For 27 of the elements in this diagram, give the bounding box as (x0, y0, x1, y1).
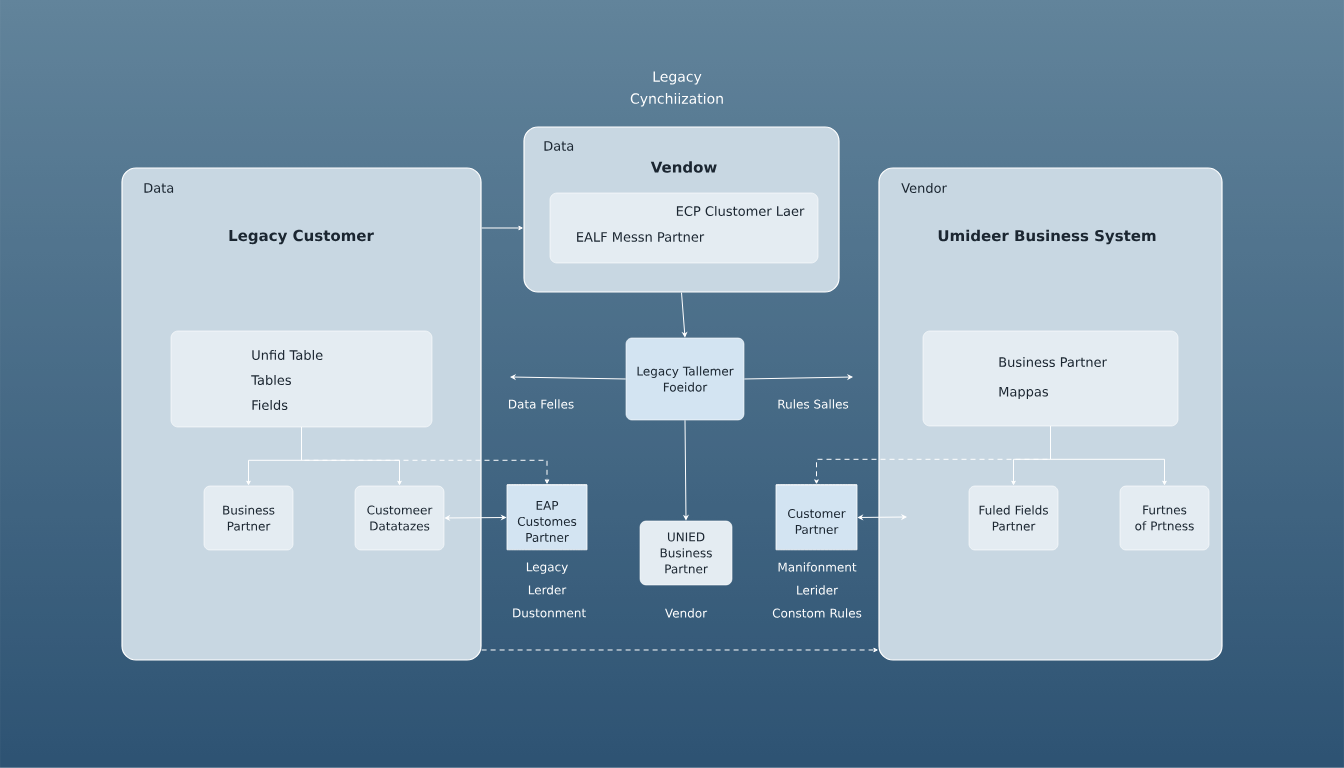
edge-label: Data Felles (509, 399, 574, 409)
arrow (444, 515, 506, 521)
info-card: ECP Clustomer Laer EALF Messn Partner (549, 192, 819, 264)
dashed-arrow (481, 647, 878, 653)
caption-text: Vendor (665, 608, 708, 618)
process-box: UNIED Business Partner (639, 520, 733, 586)
process-box: Business Partner (203, 485, 294, 551)
arrow (858, 514, 907, 520)
title: Legacy Cynchiization (630, 71, 723, 107)
arrow (301, 426, 402, 486)
process-box: Fuled Fields Partner (968, 485, 1059, 551)
database-cylinder: Customer Partner (775, 484, 858, 551)
process-box: Customeer Datatazes (354, 485, 445, 551)
process-box: Legacy Tallemer Foeidor (625, 337, 745, 421)
arrow (681, 292, 687, 338)
database-cylinder: EAP Customes Partner (506, 484, 588, 551)
process-box: Furtnes of Prtness (1119, 485, 1210, 551)
edge-label: Rules Salles (778, 399, 849, 409)
arrow (481, 225, 523, 231)
caption-text: Legacy Lerder Dustonment (513, 562, 586, 618)
info-card: Business Partner Mappas (922, 330, 1179, 427)
arrow (1050, 425, 1167, 486)
info-card: Unfid Table Tables Fields (170, 330, 433, 428)
arrow (510, 374, 627, 380)
caption-text: Manifonment Lerider Constom Rules (772, 562, 862, 618)
arrow (743, 374, 853, 380)
arrow (683, 419, 689, 521)
